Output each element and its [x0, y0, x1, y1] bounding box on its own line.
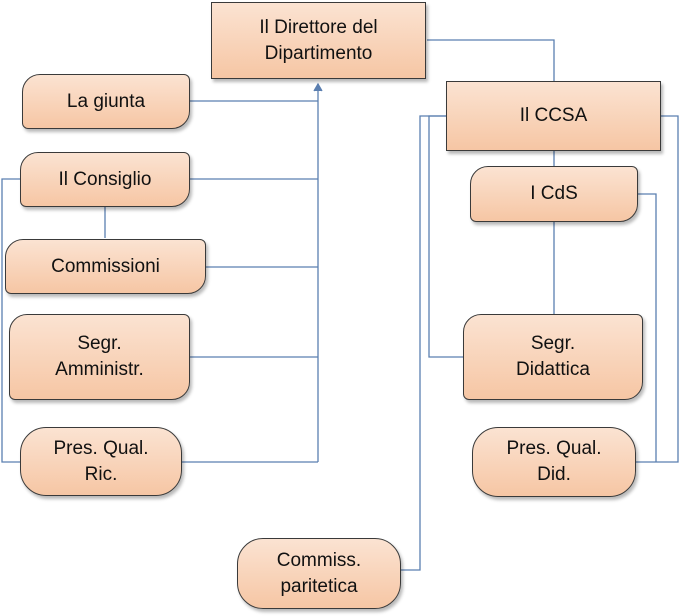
node-cds-label: I CdS: [530, 183, 578, 204]
node-segr-amministr: Segr. Amministr.: [9, 314, 190, 400]
connector-ccsa-presdid: [636, 115, 679, 463]
node-giunta: La giunta: [22, 74, 190, 129]
node-ccsa: Il CCSA: [446, 81, 661, 151]
node-commiss-paritetica: Commiss. paritetica: [237, 538, 401, 609]
node-segr-didattica: Segr. Didattica: [463, 314, 643, 400]
node-segr-didattica-line1: Segr.: [530, 333, 576, 354]
connector-paritetica: [401, 115, 446, 571]
node-direttore-line2: Dipartimento: [264, 42, 373, 64]
node-giunta-label: La giunta: [66, 90, 146, 112]
node-direttore: Il Direttore del Dipartimento: [211, 2, 426, 79]
node-pres-qual-ric-line2: Ric.: [84, 463, 118, 485]
node-cds: I CdS: [470, 166, 638, 222]
node-commiss-paritetica-line2: paritetica: [280, 575, 358, 597]
node-direttore-line1: Il Direttore del: [259, 16, 378, 38]
node-segr-amministr-line2: Amministr.: [55, 359, 144, 380]
node-pres-qual-did-line2: Did.: [537, 464, 571, 485]
node-consiglio: Il Consiglio: [20, 152, 190, 207]
node-segr-amministr-line1: Segr.: [77, 333, 122, 354]
node-commissioni: Commissioni: [5, 239, 206, 294]
node-pres-qual-ric-line1: Pres. Qual.: [53, 437, 149, 459]
node-ccsa-label: Il CCSA: [519, 105, 588, 126]
node-pres-qual-ric: Pres. Qual. Ric.: [20, 427, 182, 496]
node-commiss-paritetica-line1: Commiss.: [276, 549, 362, 571]
connector-cds-presdid: [638, 193, 657, 462]
node-consiglio-label: Il Consiglio: [58, 168, 152, 190]
node-commissioni-label: Commissioni: [51, 255, 160, 277]
connector-direttore-ccsa: [427, 39, 555, 81]
node-segr-didattica-line2: Didattica: [516, 359, 590, 380]
connector-consiglio-presric: [1, 178, 20, 463]
node-pres-qual-did: Pres. Qual. Did.: [472, 427, 636, 497]
node-pres-qual-did-line1: Pres. Qual.: [506, 438, 602, 459]
connector-arrowhead: [313, 82, 323, 92]
connector-ccsa-segrdid: [428, 115, 463, 358]
